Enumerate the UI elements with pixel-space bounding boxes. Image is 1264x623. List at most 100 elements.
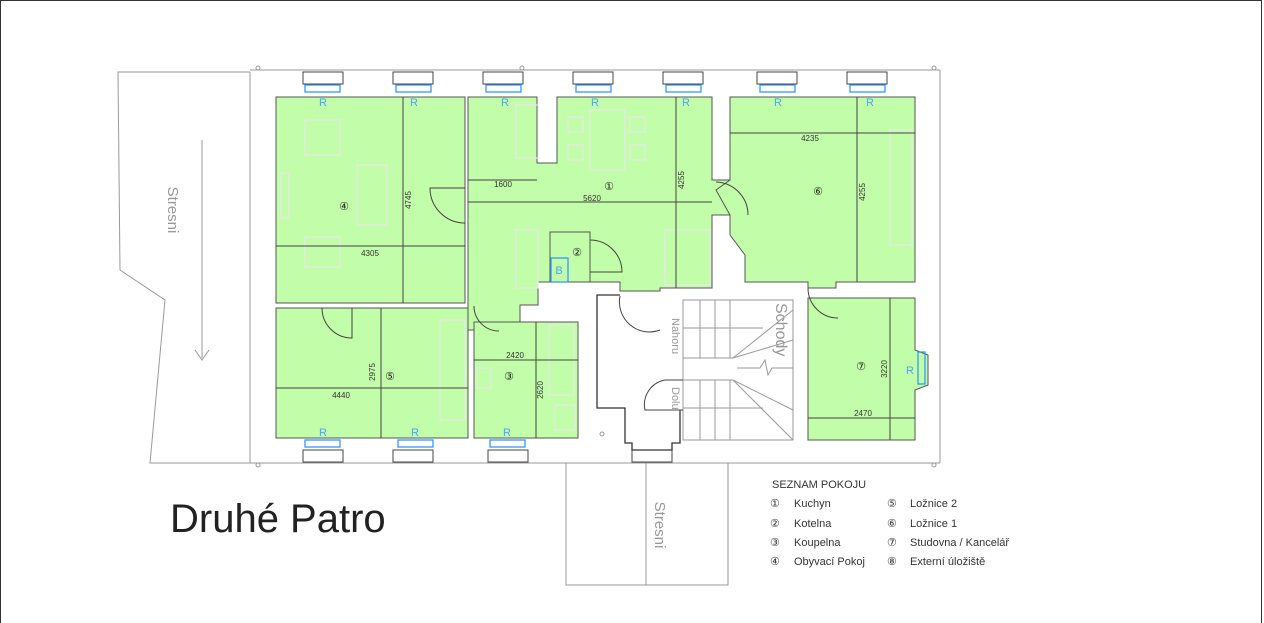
room-2-boiler [549, 231, 591, 283]
windows-part [759, 84, 796, 93]
furniture-part [475, 367, 492, 389]
stairwell-part [643, 379, 683, 411]
room-numbers-part: ② [572, 247, 582, 259]
radiator-labels-part: R [774, 97, 782, 109]
outer-walls-part [931, 65, 937, 71]
furniture-part [280, 172, 290, 219]
room-legend-part: Externí úložiště [910, 556, 985, 568]
room-legend-part: Obyvací Pokoj [794, 556, 865, 568]
left-roof-part [194, 349, 210, 361]
room-numbers-part: ① [604, 181, 614, 193]
radiator-labels-part: R [410, 97, 418, 109]
roof-label: Stresni [164, 187, 181, 234]
dimension-labels-part: 4305 [361, 249, 379, 258]
page-title: Druhé Patro [170, 497, 386, 541]
furniture-part [439, 319, 466, 421]
room-legend-part: Kuchyn [794, 498, 831, 510]
room-legend-part: Ložnice 1 [910, 518, 957, 530]
dimension-labels-part: 4745 [404, 191, 413, 209]
room-numbers-part: ④ [339, 201, 349, 213]
furniture-part [567, 116, 584, 133]
stairs-label: Schody [772, 303, 789, 356]
room-3-bathroom [473, 321, 579, 439]
stairwell: Schody Nahoru Dolu [596, 294, 794, 451]
windows-part [302, 449, 344, 463]
furniture-part [629, 116, 646, 133]
left-roof: Stresni [117, 71, 251, 464]
windows-part [392, 71, 434, 85]
doors-part [807, 287, 839, 319]
doors-part [618, 295, 661, 333]
radiator-labels-part: R [591, 97, 599, 109]
dimension-labels-part: 4255 [677, 171, 686, 189]
boiler-icon [550, 257, 569, 283]
dimension-labels-part: 5620 [583, 194, 601, 203]
radiator-labels-part: R [503, 427, 511, 439]
room-4-living [275, 96, 466, 304]
windows-part [756, 71, 798, 85]
furniture-part [664, 229, 711, 286]
furniture-part [554, 404, 576, 431]
windows-part [302, 71, 344, 85]
windows-part [489, 439, 526, 448]
room-legend-part: Koupelna [794, 537, 841, 549]
furniture-part [567, 144, 584, 161]
doors-part [321, 307, 353, 339]
room-numbers-part: ⑥ [813, 186, 823, 198]
room-6-bedroom [715, 96, 916, 289]
radiator-labels-part: R [906, 365, 914, 377]
radiator-labels-part: R [682, 97, 690, 109]
room-7-study [807, 297, 929, 441]
stairwell-part [732, 379, 794, 441]
dimension-labels-part: 4440 [332, 391, 350, 400]
room-legend-part: ④ [770, 556, 780, 568]
dimension-lines [276, 97, 915, 440]
radiator-labels-part: R [319, 427, 327, 439]
stairwell-part [732, 379, 794, 411]
room-legend-part: ① [770, 498, 780, 510]
doors-part [473, 305, 500, 332]
room-5-bedroom [275, 307, 469, 439]
windows-part [662, 71, 704, 85]
room-legend-part: ⑦ [887, 537, 897, 549]
radiator-labels: R R R R R R R R R R R [319, 97, 914, 439]
furniture-part [589, 109, 626, 171]
doors-part [589, 239, 623, 273]
stairwell-part [737, 358, 793, 377]
dimension-labels-part: 2975 [368, 363, 377, 381]
boiler-label: B [555, 265, 562, 277]
dimension-labels-part: 2420 [506, 351, 524, 360]
windows-part [572, 71, 614, 85]
furniture-part [515, 229, 539, 289]
room-legend-part: Ložnice 2 [910, 498, 957, 510]
furniture-part [304, 236, 341, 268]
radiator-labels-part: R [866, 97, 874, 109]
dimension-labels-part: 1600 [494, 180, 512, 189]
windows-part [575, 84, 612, 93]
stairwell-part [596, 294, 681, 451]
radiator-labels-part: R [319, 97, 327, 109]
stairs-up-label: Nahoru [669, 318, 681, 354]
room-legend-part: ② [770, 518, 780, 530]
windows-part [665, 84, 702, 93]
outer-walls-part [255, 462, 261, 468]
windows-part [631, 449, 673, 463]
dimension-labels: 1600 5620 4255 2420 2620 4305 4745 4440 … [332, 134, 889, 418]
windows-part [395, 84, 432, 93]
radiator-labels-part: R [411, 427, 419, 439]
furniture-part [304, 119, 341, 156]
dimension-labels-part: 4255 [858, 183, 867, 201]
windows-part [917, 351, 926, 385]
windows-part [397, 439, 434, 448]
furniture [280, 104, 913, 431]
legend-title: SEZNAM POKOJU [772, 479, 866, 491]
stairs-down-label: Dolu [669, 387, 681, 410]
stairwell-part [732, 309, 794, 359]
furniture-part [889, 129, 913, 246]
dimension-labels-part: 3220 [880, 360, 889, 378]
bottom-roof-part [565, 462, 729, 586]
windows-part [849, 84, 886, 93]
dimension-labels-part: 2470 [854, 409, 872, 418]
